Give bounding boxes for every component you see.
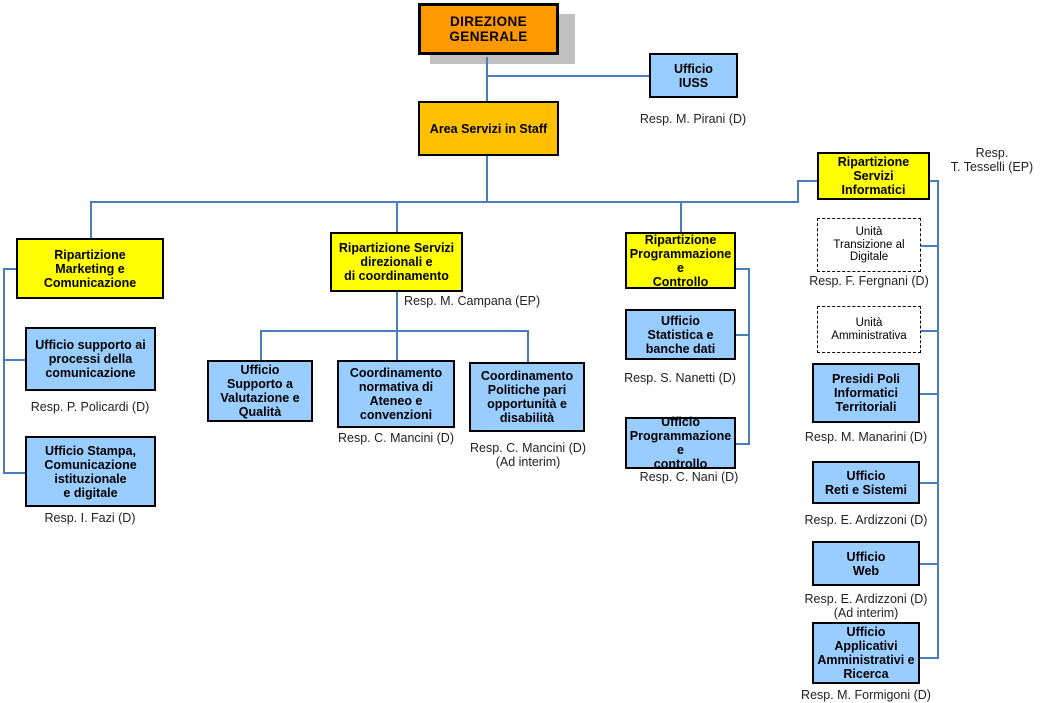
connector-bus-marketing [90,201,92,238]
caption-manarini: Resp. M. Manarini (D) [804,430,928,444]
informatici-branch-bus [937,180,939,659]
connector-marketing-supporto [3,359,26,361]
node-area-servizi-staff[interactable]: Area Servizi in Staff [418,101,559,156]
node-direzione-generale[interactable]: DIREZIONE GENERALE [418,3,559,55]
caption-nani: Resp. C. Nani (D) [639,470,739,484]
connector-bus-informatici-rise [797,180,799,203]
direzionali-branch-bus [260,330,528,332]
connector-dg-down [486,57,488,85]
connector-informatici-reti [920,482,939,484]
node-coordinamento-normativa[interactable]: Coordinamento normativa di Ateneo e conv… [337,360,455,428]
caption-campana: Resp. M. Campana (EP) [404,294,541,308]
caption-nanetti: Resp. S. Nanetti (D) [624,371,736,385]
connector-programmazione-statistica [736,334,750,336]
caption-policardi: Resp. P. Policardi (D) [30,400,150,414]
caption-fergnani: Resp. F. Fergnani (D) [809,274,929,288]
connector-dg-area-staff [486,75,488,101]
connector-dg-iuss [486,75,649,77]
connector-informatici-presidi [920,393,939,395]
node-coordinamento-politiche-pari[interactable]: Coordinamento Politiche pari opportunità… [469,362,585,432]
connector-marketing-head [3,268,26,270]
node-ufficio-web[interactable]: Ufficio Web [812,541,920,586]
node-ufficio-reti-sistemi[interactable]: Ufficio Reti e Sistemi [812,461,920,504]
connector-bus-direzionali [396,201,398,232]
node-unita-transizione-digitale[interactable]: Unità Transizione al Digitale [817,218,921,272]
connector-informatici-web [920,563,939,565]
connector-informatici-applicativi [920,657,939,659]
node-unita-amministrativa[interactable]: Unità Amministrativa [817,306,921,353]
node-ripartizione-programmazione[interactable]: Ripartizione Programmazione e Controllo [625,232,736,289]
node-ufficio-iuss[interactable]: Ufficio IUSS [649,53,738,98]
connector-direzionali-down [396,292,398,330]
node-ufficio-applicativi[interactable]: Ufficio Applicativi Amministrativi e Ric… [812,622,920,684]
node-ufficio-supporto-processi[interactable]: Ufficio supporto ai processi della comun… [25,327,156,391]
caption-ardizzoni-reti: Resp. E. Ardizzoni (D) [804,513,928,527]
programmazione-branch-bus [748,268,750,443]
main-bus-horizontal [90,201,799,203]
connector-bus-programmazione [680,201,682,232]
node-ufficio-stampa[interactable]: Ufficio Stampa, Comunicazione istituzion… [25,436,156,507]
connector-area-staff-down [486,156,488,202]
connector-direzionali-pari [527,330,529,362]
node-ufficio-programmazione-controllo[interactable]: Ufficio Programmazione e controllo [625,415,736,471]
caption-formigoni: Resp. M. Formigoni (D) [801,688,931,702]
caption-mancini-pari: Resp. C. Mancini (D) (Ad interim) [470,441,586,470]
node-ripartizione-servizi-informatici[interactable]: Ripartizione Servizi Informatici [817,152,930,200]
node-ripartizione-servizi-direzionali[interactable]: Ripartizione Servizi direzionali e di co… [330,232,463,292]
marketing-branch-bus [3,268,5,474]
node-presidi-poli-informatici[interactable]: Presidi Poli Informatici Territoriali [812,363,920,423]
connector-direzionali-normativa [396,330,398,360]
caption-fazi: Resp. I. Fazi (D) [44,511,136,525]
node-ripartizione-marketing[interactable]: Ripartizione Marketing e Comunicazione [16,238,164,299]
connector-programmazione-controllo [736,443,750,445]
connector-informatici-head [929,180,939,182]
caption-mancini-normativa: Resp. C. Mancini (D) [338,431,454,445]
node-ufficio-supporto-valutazione[interactable]: Ufficio Supporto a Valutazione e Qualità [207,360,313,422]
node-ufficio-statistica[interactable]: Ufficio Statistica e banche dati [625,309,736,360]
connector-programmazione-head [736,268,750,270]
connector-bus-informatici [797,180,817,182]
caption-ufficio-iuss: Resp. M. Pirani (D) [639,112,747,126]
connector-marketing-stampa [3,472,26,474]
caption-tesselli: Resp. T. Tesselli (EP) [950,146,1034,175]
caption-ardizzoni-web: Resp. E. Ardizzoni (D) (Ad interim) [804,592,928,621]
connector-direzionali-supporto [260,330,262,360]
